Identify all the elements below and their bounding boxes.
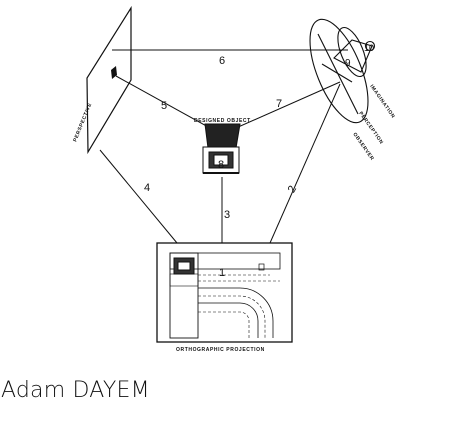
observer-ellipses (309, 18, 376, 124)
label-number-5: 5 (161, 100, 167, 112)
label-number-7: 7 (276, 98, 282, 110)
label-number-2: 2 (286, 184, 299, 195)
label-orthographic-projection: ORTHOGRAPHIC PROJECTION (176, 347, 265, 353)
label-number-4: 4 (144, 182, 150, 194)
line-5 (115, 75, 211, 129)
label-observer: OBSERVER (351, 132, 375, 162)
label-number-8: 8 (218, 159, 224, 171)
label-perspective: PERSPECTIVE (72, 102, 93, 143)
line-7 (235, 81, 341, 129)
connection-lines (99, 49, 348, 244)
line-2 (269, 83, 341, 244)
label-number-3: 3 (224, 209, 230, 221)
perspective-plane (86, 5, 132, 155)
author-name: Adam DAYEM (1, 378, 150, 403)
label-number-9: 9 (345, 58, 351, 69)
label-number-10: 10 (364, 43, 374, 53)
line-4 (99, 149, 178, 244)
label-number-6: 6 (219, 55, 225, 67)
label-imagination: IMAGINATION (368, 84, 396, 120)
designed-object (202, 123, 241, 174)
design-diagram: 1 2 3 4 5 6 7 8 9 10 PERSPECTIVE DESIGNE… (72, 5, 396, 353)
orthographic-projection (156, 242, 293, 343)
label-designed-object: DESIGNED OBJECT (194, 118, 251, 124)
label-number-1: 1 (219, 267, 225, 279)
